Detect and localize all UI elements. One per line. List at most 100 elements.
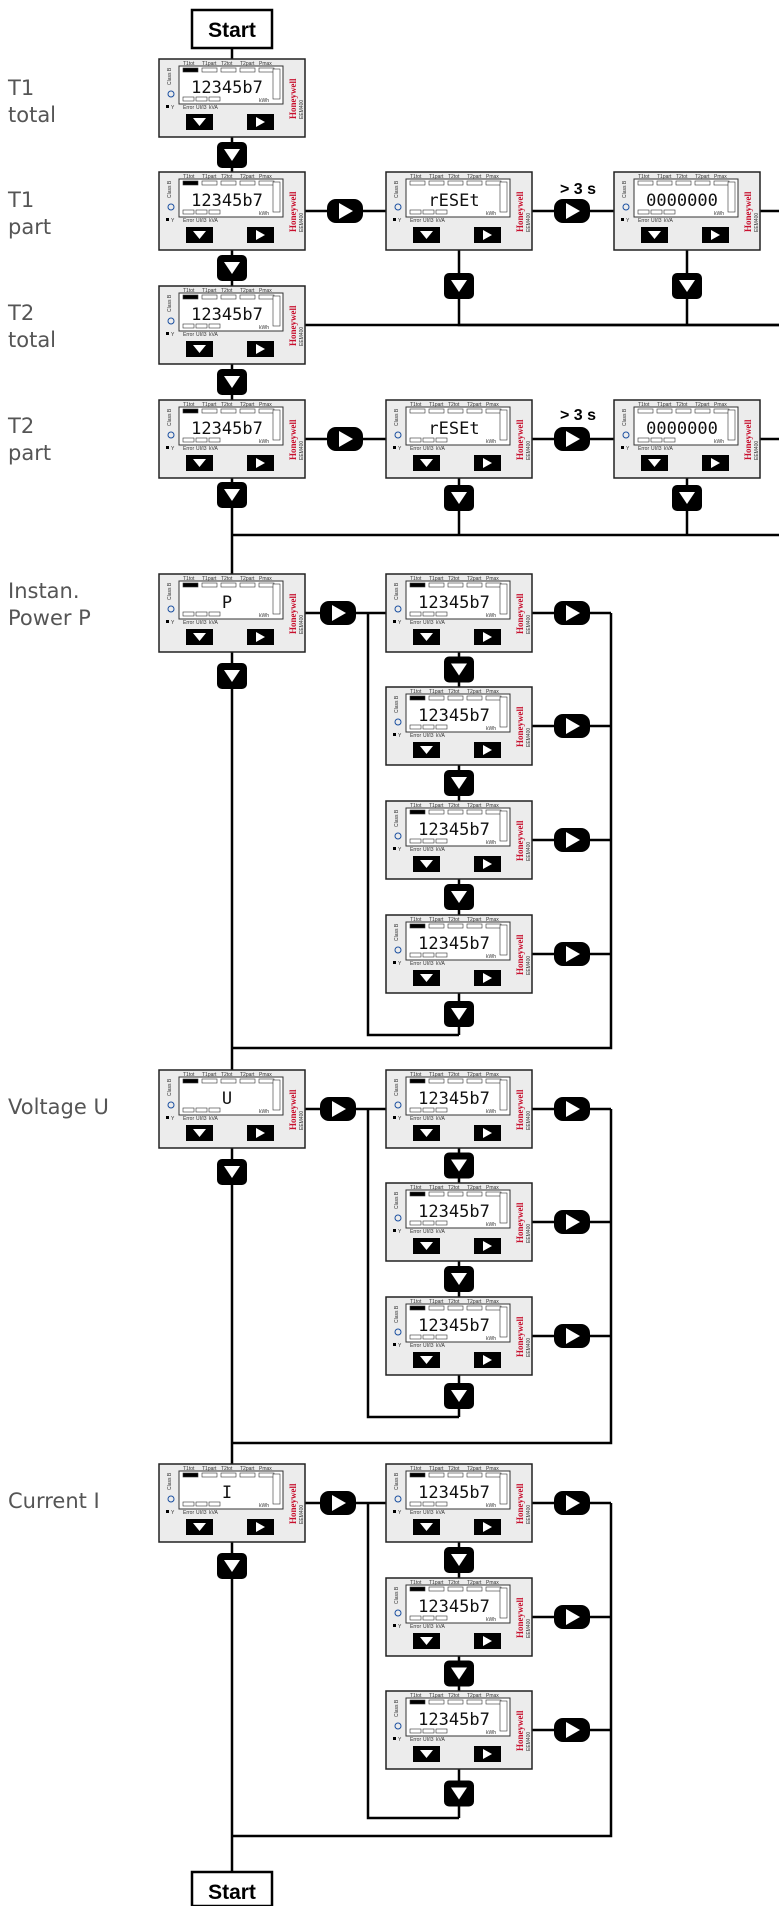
- unit-label: kWh: [259, 439, 269, 445]
- tariff-label: T1tot: [410, 1185, 422, 1191]
- lcd-digits: I: [222, 1483, 232, 1503]
- pulse-led: [166, 105, 169, 108]
- tariff-indicator: [220, 1472, 237, 1478]
- tariff-indicator: [485, 1699, 502, 1705]
- status-led: [394, 203, 402, 211]
- arrow-down-icon: [193, 1129, 206, 1137]
- device-right-button: [247, 341, 274, 357]
- down-button-voltage-sub: [444, 1266, 474, 1292]
- antenna-icon: Y: [398, 1624, 402, 1630]
- arrow-down-icon: [679, 492, 695, 504]
- status-indicator: [409, 1501, 422, 1507]
- device-down-button: [186, 114, 213, 130]
- tariff-indicator: [239, 1078, 256, 1084]
- status-indicator: [435, 952, 448, 958]
- status-indicator: [422, 1334, 435, 1340]
- brand-logo: Honeywell: [288, 78, 298, 119]
- tariff-indicator: [409, 1191, 426, 1197]
- status-label: UI/I3: [423, 1510, 434, 1516]
- unit-label: kWh: [486, 1336, 496, 1342]
- tariff-label: T1part: [429, 803, 444, 809]
- tariff-label: T2tot: [221, 402, 233, 408]
- tariff-indicator: [182, 180, 199, 186]
- tariff-label: T2tot: [221, 174, 233, 180]
- device-right-button: [474, 1352, 501, 1368]
- antenna-icon: Y: [171, 1510, 175, 1516]
- tariff-label: T1tot: [183, 61, 195, 67]
- tariff-label: T1part: [657, 402, 672, 408]
- model-label: EEM400: [526, 213, 532, 232]
- tariff-indicator: [447, 1586, 464, 1592]
- unit-label: kWh: [486, 840, 496, 846]
- lcd-digits: 12345b7: [418, 1710, 490, 1730]
- tariff-label: Pmax: [486, 1693, 499, 1699]
- tariff-indicator: [656, 180, 673, 186]
- tariff-indicator: [409, 408, 426, 414]
- down-button-t2-total: [217, 369, 247, 395]
- status-label: UI/I3: [651, 218, 662, 224]
- status-led: [167, 90, 175, 98]
- status-indicator: [195, 1107, 208, 1113]
- status-label: UI/I3: [196, 620, 207, 626]
- status-label: Error: [183, 446, 194, 452]
- status-indicator: [637, 209, 650, 215]
- tariff-indicator: [466, 180, 483, 186]
- tariff-indicator: [201, 1078, 218, 1084]
- right-button-t2-confirm: [554, 427, 590, 451]
- status-label: UI/I3: [196, 1116, 207, 1122]
- tariff-indicator: [428, 408, 445, 414]
- status-indicator: [435, 1615, 448, 1621]
- tariff-indicator: [428, 923, 445, 929]
- device-down-button: [413, 1125, 440, 1141]
- status-indicator: [195, 209, 208, 215]
- model-label: EEM400: [299, 1505, 305, 1524]
- pulse-led: [393, 847, 396, 850]
- arrow-down-icon: [451, 280, 467, 292]
- status-indicator: [409, 611, 422, 617]
- status-label: UI/I3: [423, 961, 434, 967]
- right-button-t1-reset: [327, 199, 363, 223]
- antenna-icon: Y: [398, 1116, 402, 1122]
- status-led: [394, 832, 402, 840]
- lcd-digits: P: [222, 593, 232, 613]
- status-label: Error: [183, 620, 194, 626]
- tariff-label: T1tot: [410, 1580, 422, 1586]
- device-down-button: [413, 1746, 440, 1762]
- tariff-indicator: [220, 1078, 237, 1084]
- unit-label: kWh: [486, 1503, 496, 1509]
- tariff-label: T1tot: [183, 174, 195, 180]
- lcd-digits: 12345b7: [191, 191, 263, 211]
- tariff-label: T2tot: [221, 1466, 233, 1472]
- tariff-indicator: [428, 1078, 445, 1084]
- arrow-down-icon: [420, 1129, 433, 1137]
- tariff-label: Pmax: [486, 1072, 499, 1078]
- antenna-icon: Y: [398, 961, 402, 967]
- unit-label: kWh: [259, 1503, 269, 1509]
- tariff-label: T1tot: [410, 1466, 422, 1472]
- model-label: EEM400: [526, 1338, 532, 1357]
- loop-line: [232, 613, 613, 1050]
- lcd-screen: [405, 1076, 511, 1116]
- tariff-indicator: [409, 180, 426, 186]
- class-label: Class B: [394, 1586, 400, 1604]
- tariff-indicator: [447, 582, 464, 588]
- tariff-indicator: [485, 408, 502, 414]
- status-label: Error: [410, 733, 421, 739]
- tariff-label: T1part: [202, 1072, 217, 1078]
- tariff-label: T2tot: [448, 1466, 460, 1472]
- status-indicator: [422, 1501, 435, 1507]
- tariff-label: T1part: [202, 288, 217, 294]
- tariff-indicator: [447, 1699, 464, 1705]
- pulse-led: [393, 1737, 396, 1740]
- tariff-indicator: [409, 1699, 426, 1705]
- start-box-bottom: [190, 1870, 274, 1906]
- level-bar: [272, 1473, 281, 1505]
- tariff-indicator: [428, 1586, 445, 1592]
- arrow-right-icon: [566, 1609, 580, 1625]
